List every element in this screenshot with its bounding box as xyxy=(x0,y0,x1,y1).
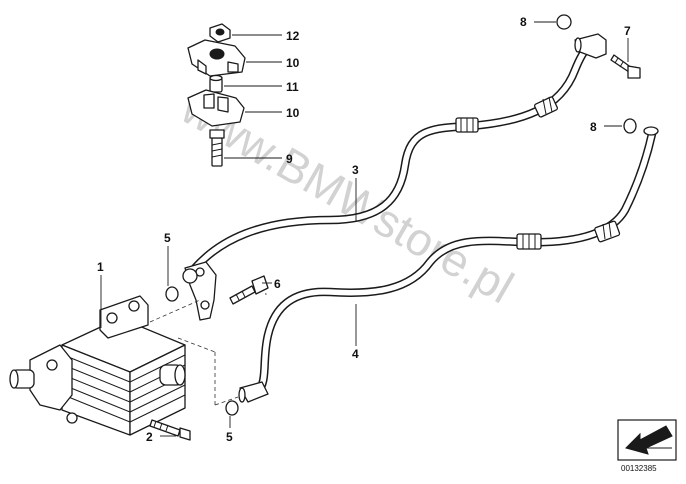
callout-3: 3 xyxy=(352,163,359,177)
callout-8-lower: 8 xyxy=(590,120,597,134)
callout-8-upper: 8 xyxy=(520,15,527,29)
callout-2: 2 xyxy=(146,430,153,444)
flange-hose-3[interactable] xyxy=(182,261,217,321)
callout-12: 12 xyxy=(286,29,300,43)
bolt-7[interactable] xyxy=(610,54,641,79)
o-ring-8-lower[interactable] xyxy=(623,118,637,134)
bolt-9[interactable] xyxy=(209,129,225,167)
callout-1: 1 xyxy=(97,260,104,274)
hose-line-4[interactable] xyxy=(238,126,659,403)
callout-9: 9 xyxy=(286,152,293,166)
hose-line-3[interactable] xyxy=(190,33,607,273)
orientation-arrow-box xyxy=(617,419,677,461)
callout-4: 4 xyxy=(352,347,359,361)
oil-cooler[interactable] xyxy=(9,295,186,436)
callout-10-upper: 10 xyxy=(286,56,300,70)
seal-ring-5-upper[interactable] xyxy=(165,286,179,302)
bolt-6[interactable] xyxy=(229,275,269,305)
callout-10-lower: 10 xyxy=(286,106,300,120)
seal-ring-5-lower[interactable] xyxy=(225,400,239,416)
callout-5-lower: 5 xyxy=(226,430,233,444)
bracket-10-upper[interactable] xyxy=(187,39,246,77)
callout-7: 7 xyxy=(624,24,631,38)
callout-5-upper: 5 xyxy=(164,231,171,245)
callout-11: 11 xyxy=(286,80,299,94)
bracket-10-lower[interactable] xyxy=(187,89,245,127)
o-ring-8-upper[interactable] xyxy=(556,14,572,30)
callout-6: 6 xyxy=(274,277,281,291)
bolt-2[interactable] xyxy=(149,419,191,441)
diagram-reference-number: 00132385 xyxy=(621,464,657,473)
sleeve-11[interactable] xyxy=(209,74,223,93)
nut-12[interactable] xyxy=(209,23,231,43)
leader-lines xyxy=(100,21,629,437)
